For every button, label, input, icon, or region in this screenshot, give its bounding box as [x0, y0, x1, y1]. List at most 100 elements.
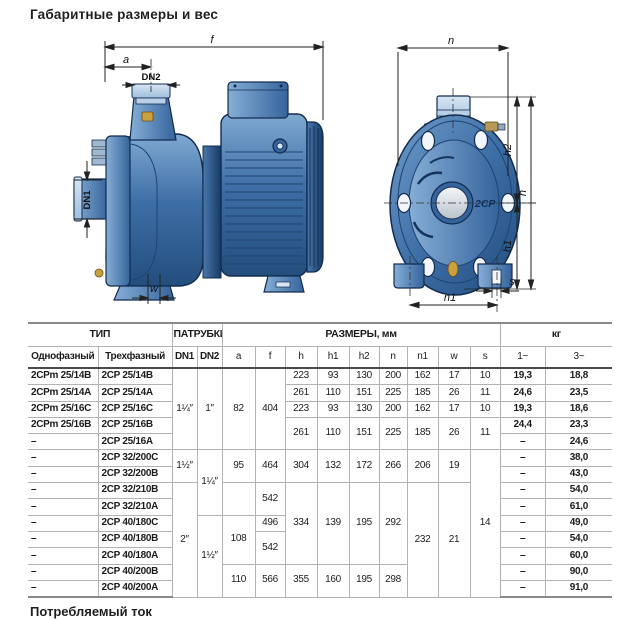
header-cell: Однофазный [28, 346, 99, 369]
table-cell: – [28, 465, 99, 484]
table-cell: 2CPm 25/14A [28, 384, 99, 402]
table-cell: 61,0 [544, 498, 613, 516]
table-cell: 91,0 [544, 579, 613, 599]
table-cell: 232 [406, 482, 439, 598]
table-cell: 261 [284, 416, 318, 451]
table-cell: 200 [378, 400, 408, 418]
table-cell: 304 [284, 449, 318, 484]
header-cell: a [221, 346, 256, 369]
table-cell: 95 [221, 449, 256, 484]
table-cell: 2CP 25/16C [97, 400, 173, 418]
table-cell: 54,0 [544, 530, 613, 549]
pump-front-view-drawing: n h2 h h1 n1 s 2CP [384, 35, 536, 314]
table-cell: 54,0 [544, 482, 613, 500]
table-cell: 162 [406, 367, 439, 386]
table-cell: 11 [469, 416, 501, 451]
table-cell: – [499, 563, 546, 581]
table-cell: 1¼″ [171, 367, 198, 451]
table-cell: 110 [316, 416, 350, 451]
table-cell: 10 [469, 400, 501, 418]
table-cell: 130 [348, 367, 380, 386]
pump-side-body [73, 81, 324, 301]
header-cell: 1~ [499, 346, 546, 369]
dim-label-a: a [123, 54, 129, 66]
table-cell: 1½″ [196, 514, 223, 598]
table-cell: 542 [254, 482, 286, 516]
table-cell: 24,6 [499, 384, 546, 402]
pump-body-marking: 2CP [474, 198, 496, 210]
table-cell: 2CP 25/14B [97, 367, 173, 386]
bottom-section-title: Потребляемый ток [30, 604, 152, 619]
table-cell: 21 [437, 482, 471, 598]
table-cell: 223 [284, 400, 318, 418]
table-cell: 542 [254, 530, 286, 565]
dim-label-dn2: DN2 [141, 72, 160, 83]
table-cell: 110 [316, 384, 350, 402]
table-cell: 93 [316, 367, 350, 386]
table-cell: 404 [254, 367, 286, 451]
table-cell: 2CP 40/180C [97, 514, 173, 532]
table-cell: – [28, 482, 99, 500]
table-cell: 195 [348, 563, 380, 598]
front-view-dimensions [396, 44, 536, 309]
table-cell: 18,8 [544, 367, 613, 386]
table-cell: 162 [406, 400, 439, 418]
table-cell: – [28, 449, 99, 467]
table-cell: 292 [378, 482, 408, 565]
table-cell: 17 [437, 367, 471, 386]
table-cell: 49,0 [544, 514, 613, 532]
table-cell: 110 [221, 563, 256, 598]
table-cell: 38,0 [544, 449, 613, 467]
header-cell: s [469, 346, 501, 369]
table-cell: 23,3 [544, 416, 613, 435]
table-cell: 26 [437, 416, 471, 451]
table-cell: – [499, 465, 546, 484]
table-cell: 195 [348, 482, 380, 565]
table-cell: 151 [348, 384, 380, 402]
table-cell: – [499, 579, 546, 599]
table-cell: 2CPm 25/14B [28, 367, 99, 386]
table-cell: 108 [221, 514, 256, 565]
table-cell: 185 [406, 384, 439, 402]
table-cell: 266 [378, 449, 408, 484]
header-cell: h [284, 346, 318, 369]
table-cell: 2CP 32/210B [97, 482, 173, 500]
header-cell: РАЗМЕРЫ, мм [221, 322, 501, 347]
table-cell: 298 [378, 563, 408, 598]
table-cell: – [499, 498, 546, 516]
table-cell: 19,3 [499, 367, 546, 386]
dim-label-n: n [448, 35, 454, 47]
table-cell: 18,6 [544, 400, 613, 418]
table-cell: 2CP 25/16A [97, 433, 173, 451]
dim-label-dn1: DN1 [82, 190, 93, 210]
header-cell: кг [499, 322, 613, 347]
dim-label-w: w [150, 283, 159, 295]
dim-label-n1: n1 [444, 292, 456, 304]
table-cell: – [28, 547, 99, 565]
table-cell: 185 [406, 416, 439, 451]
table-cell: 566 [254, 563, 286, 598]
table-cell: 2CP 32/200C [97, 449, 173, 467]
table-cell: 223 [284, 367, 318, 386]
table-cell: 334 [284, 482, 318, 565]
table-cell: 60,0 [544, 547, 613, 565]
table-cell: 90,0 [544, 563, 613, 581]
dim-label-s: s [509, 276, 515, 288]
dim-label-h: h [517, 190, 529, 196]
table-cell: 355 [284, 563, 318, 598]
table-cell: – [499, 482, 546, 500]
table-cell: 43,0 [544, 465, 613, 484]
header-cell: DN2 [196, 346, 223, 369]
table-cell: 261 [284, 384, 318, 402]
table-cell: 2CP 32/200B [97, 465, 173, 484]
header-cell: 3~ [544, 346, 613, 369]
header-cell: n1 [406, 346, 439, 369]
header-cell: ТИП [28, 322, 173, 347]
header-cell: n [378, 346, 408, 369]
table-cell: 130 [348, 400, 380, 418]
